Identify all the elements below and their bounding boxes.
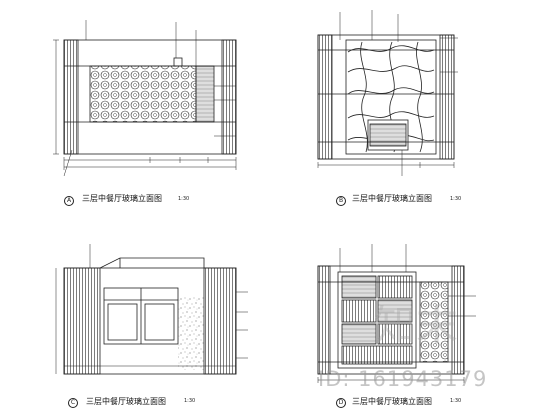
drawing-a-badge: A (64, 196, 74, 206)
drawing-c-scale: 1:30 (184, 398, 196, 404)
drawing-d-badge: D (336, 398, 346, 408)
elevation-b (317, 10, 458, 176)
drawing-b-badge: B (336, 196, 346, 206)
drawing-a-scale: 1:30 (178, 196, 190, 202)
drawing-d-title: 三层中餐厅玻璃立面图 (352, 397, 432, 406)
drawing-c-badge: C (68, 398, 78, 408)
elevation-a (53, 20, 237, 177)
drawing-c-title: 三层中餐厅玻璃立面图 (86, 397, 166, 406)
elevation-c (55, 244, 248, 375)
drawing-a-title: 三层中餐厅玻璃立面图 (82, 194, 162, 203)
watermark-logo: 知末 (374, 301, 459, 350)
drawing-d-scale: 1:30 (450, 398, 462, 404)
elevation-d (317, 244, 476, 383)
watermark-id: ID: 161943179 (318, 367, 488, 391)
drawing-b-title: 三层中餐厅玻璃立面图 (352, 194, 432, 203)
drawing-b-scale: 1:30 (450, 196, 462, 202)
